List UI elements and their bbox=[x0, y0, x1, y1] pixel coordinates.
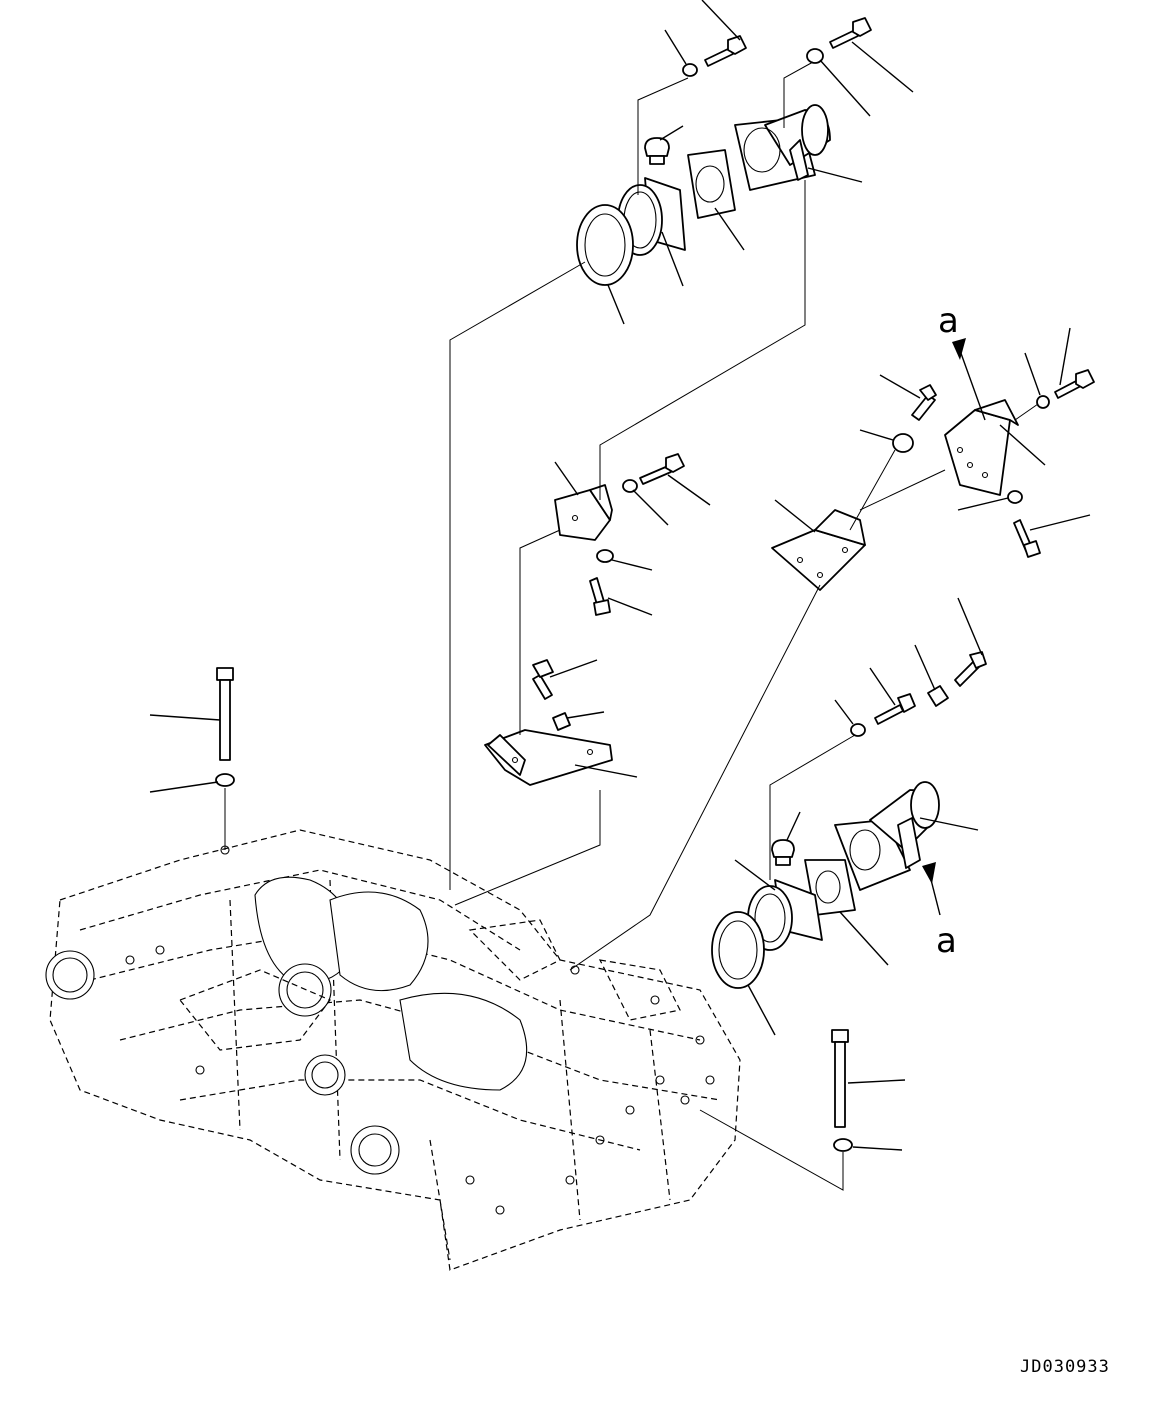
engine-assembly bbox=[45, 829, 741, 1271]
plug bbox=[771, 839, 795, 866]
bolt bbox=[829, 17, 872, 49]
elbow-pipe bbox=[834, 781, 940, 891]
callout-leaders bbox=[149, 0, 1091, 1151]
gasket bbox=[687, 149, 736, 219]
washer bbox=[833, 1138, 853, 1152]
bracket bbox=[944, 399, 1019, 496]
block-bolt-holes bbox=[125, 845, 715, 1215]
ring-gasket bbox=[576, 204, 634, 286]
spacer bbox=[927, 685, 949, 707]
washer bbox=[1007, 490, 1023, 504]
washer bbox=[806, 48, 824, 64]
assembly-lines bbox=[224, 61, 1039, 1191]
middle-bracket-assembly bbox=[484, 453, 685, 786]
washer bbox=[596, 549, 614, 563]
upper-right-bracket-assembly bbox=[771, 369, 1095, 591]
view-marker-lower-label: a bbox=[936, 921, 957, 961]
view-arrow-upper: a bbox=[938, 301, 986, 421]
bolt bbox=[639, 453, 685, 485]
bracket bbox=[554, 484, 613, 541]
view-arrow-lower: a bbox=[922, 862, 957, 961]
washer bbox=[622, 479, 638, 493]
bolt bbox=[874, 693, 916, 725]
bolt bbox=[589, 577, 611, 616]
gasket bbox=[804, 859, 856, 916]
bolt bbox=[1013, 519, 1041, 558]
spacer bbox=[552, 712, 571, 731]
stud-bolt-left bbox=[215, 667, 235, 787]
bolt bbox=[704, 35, 747, 67]
lower-bracket bbox=[484, 729, 613, 786]
stud-bolt-right bbox=[831, 1029, 853, 1152]
bolt bbox=[954, 651, 987, 687]
washer bbox=[1036, 395, 1050, 409]
drawing-code: JD030933 bbox=[1020, 1357, 1110, 1377]
bolt bbox=[911, 384, 937, 421]
view-marker-upper-label: a bbox=[938, 301, 959, 341]
bolt bbox=[1054, 369, 1095, 399]
washer bbox=[682, 63, 698, 77]
bracket bbox=[771, 509, 866, 591]
upper-connector-assembly bbox=[576, 17, 872, 286]
spacer bbox=[892, 433, 914, 453]
washer bbox=[850, 723, 866, 737]
plug bbox=[644, 137, 670, 165]
lower-connector-assembly bbox=[711, 651, 987, 989]
washer bbox=[215, 773, 235, 787]
bolt bbox=[532, 659, 554, 700]
ring-gasket bbox=[711, 911, 765, 989]
elbow-pipe bbox=[734, 104, 831, 191]
